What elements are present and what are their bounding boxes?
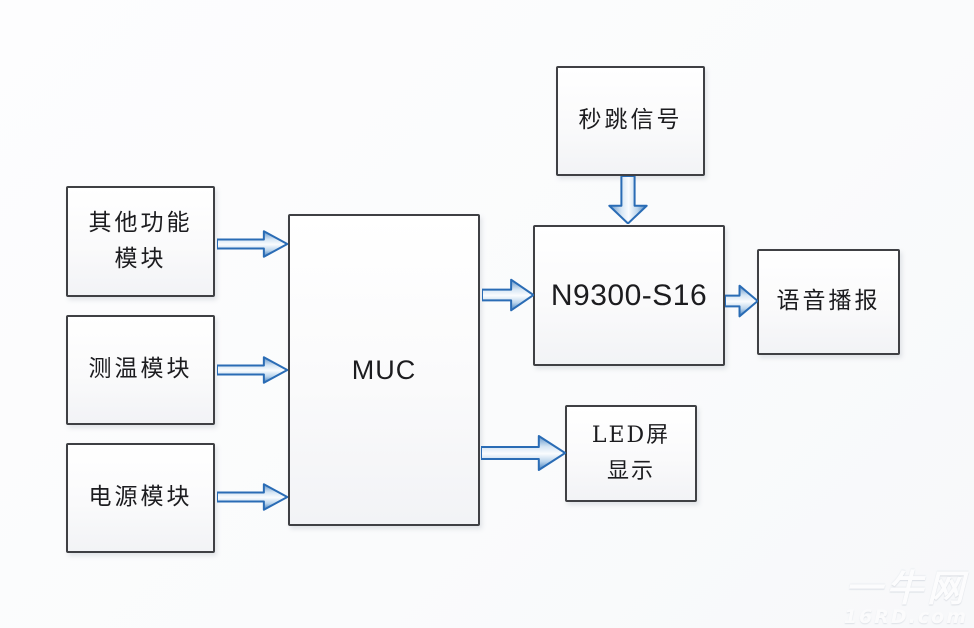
arrow-n9300-to-voice-icon <box>725 283 758 319</box>
watermark-site: 16RD.com <box>843 606 968 628</box>
box-other-function-module: 其他功能 模块 <box>66 186 215 297</box>
box-power-module: 电源模块 <box>66 443 215 553</box>
watermark-brand: 一牛网 <box>845 567 968 611</box>
box-power-label: 电源模块 <box>88 484 193 511</box>
box-n9300-s16: N9300-S16 <box>533 225 725 366</box>
box-led-display: LED屏 显示 <box>565 405 697 502</box>
box-muc: MUC <box>288 214 480 526</box>
box-muc-label: MUC <box>351 354 417 385</box>
arrow-muc-to-n9300-icon <box>482 277 534 313</box>
box-pulse-label: 秒跳信号 <box>578 107 683 134</box>
arrow-temp-to-muc-icon <box>217 355 288 385</box>
box-temperature-module: 测温模块 <box>66 315 215 425</box>
box-second-pulse-signal: 秒跳信号 <box>556 66 705 176</box>
box-voice-broadcast: 语音播报 <box>757 249 900 355</box>
box-led-label-line1: LED屏 <box>591 423 671 449</box>
box-n9300-label: N9300-S16 <box>550 278 708 312</box>
box-temp-label: 测温模块 <box>88 356 193 383</box>
box-led-label-line2: 显示 <box>606 458 655 484</box>
arrow-power-to-muc-icon <box>217 482 288 512</box>
arrow-other-to-muc-icon <box>217 229 288 259</box>
box-other-label-line2: 模块 <box>114 245 167 272</box>
arrow-pulse-to-n9300-icon <box>606 176 650 224</box>
arrow-muc-to-led-icon <box>481 433 566 473</box>
box-voice-label: 语音播报 <box>776 288 881 315</box>
watermark: 一牛网 16RD.com <box>844 570 968 628</box>
box-other-label-line1: 其他功能 <box>88 209 193 236</box>
